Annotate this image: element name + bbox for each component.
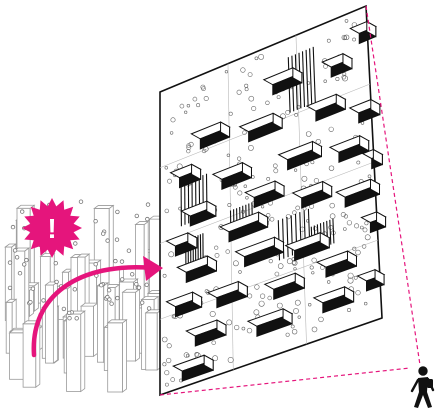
city-tree: [54, 261, 58, 265]
city-tree: [55, 280, 59, 284]
city-tree: [130, 273, 134, 277]
tower-front: [97, 286, 103, 362]
tower-front: [10, 333, 25, 380]
city-tree: [94, 219, 98, 223]
city-tree: [25, 258, 29, 262]
city-tower: [146, 310, 162, 370]
city-tree: [120, 260, 124, 264]
city-tree: [68, 316, 72, 320]
city-tree: [79, 200, 83, 204]
city-tree: [42, 299, 46, 303]
city-tree: [137, 286, 141, 290]
tower-side: [94, 303, 98, 356]
city-tree: [135, 282, 139, 286]
walking-person-icon: [412, 367, 433, 408]
city-tower: [67, 311, 85, 391]
city-tree: [127, 249, 131, 253]
tower-roof: [94, 205, 113, 208]
city-tree: [22, 263, 26, 267]
city-tree: [29, 300, 33, 304]
city-tree: [8, 286, 12, 290]
tower-side: [81, 311, 85, 391]
city-tree: [116, 210, 120, 214]
tower-roof: [108, 320, 127, 323]
tower-front: [108, 323, 123, 392]
city-tree: [106, 239, 110, 243]
city-tree: [140, 301, 144, 305]
city-tree: [15, 255, 19, 259]
tower-front: [67, 314, 81, 392]
city-tree: [20, 210, 24, 214]
city-tree: [67, 311, 71, 315]
facade-wall: [160, 6, 386, 395]
city-tree: [73, 288, 77, 292]
tower-side: [123, 320, 127, 392]
alert-symbol: !: [47, 213, 56, 244]
city-tree: [114, 259, 118, 263]
city-tree: [108, 298, 112, 302]
city-tree: [120, 278, 124, 282]
city-tree: [18, 271, 22, 275]
tower-front: [146, 313, 158, 370]
tower-side: [34, 283, 38, 311]
city-tower: [108, 320, 127, 392]
city-tree: [115, 238, 119, 242]
city-tree: [100, 283, 104, 287]
city-tree: [110, 302, 114, 306]
city-tree: [107, 288, 111, 292]
city-tree: [11, 225, 15, 229]
city-tree: [101, 232, 105, 236]
city-tree: [145, 283, 149, 287]
city-tree: [74, 242, 78, 246]
city-tree: [116, 296, 120, 300]
city-tree: [94, 262, 98, 266]
city-tree: [8, 261, 12, 265]
tower-side: [136, 289, 140, 361]
city-tree: [31, 287, 35, 291]
exclamation-starburst-icon: !: [22, 198, 82, 258]
city-tree: [13, 249, 17, 253]
city-tree: [146, 203, 150, 207]
city-tree: [62, 307, 66, 311]
city-tree: [146, 217, 150, 221]
city-tree: [75, 317, 79, 321]
city-tree: [135, 214, 139, 218]
city-tree: [147, 307, 151, 311]
